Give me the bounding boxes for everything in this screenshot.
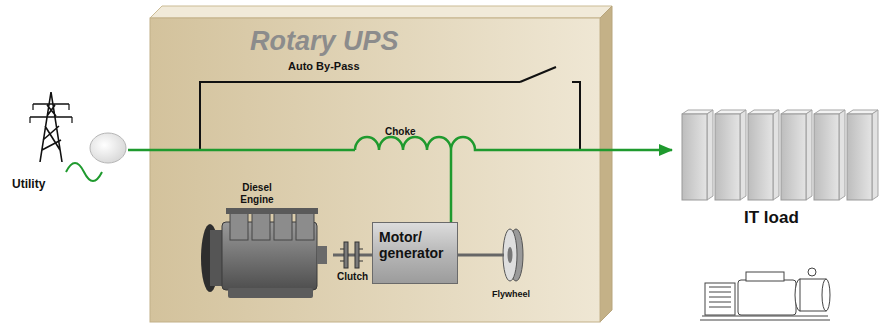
power-line <box>128 149 355 152</box>
drive-shaft <box>333 254 372 257</box>
edge-label: Clutch <box>337 271 368 283</box>
utility-source: Utility <box>10 90 128 200</box>
clutch-symbol <box>340 242 363 268</box>
server-rack <box>748 110 779 200</box>
server-rack <box>847 114 872 200</box>
ups-housing <box>150 18 600 322</box>
server-rack <box>781 110 812 200</box>
generator-set-sketch <box>808 268 816 276</box>
server-rack <box>715 110 746 200</box>
generator-set-sketch <box>700 316 830 320</box>
sine-wave <box>66 163 102 181</box>
generator-set-sketch <box>705 283 735 315</box>
utility-tower <box>30 104 72 123</box>
diesel-engine-illustration <box>274 212 292 240</box>
server-rack <box>847 110 878 200</box>
flywheel-illustration <box>508 247 513 263</box>
server-rack <box>814 114 839 200</box>
server-rack <box>682 110 713 200</box>
ups-housing <box>150 6 612 322</box>
server-rack <box>748 114 773 200</box>
node-text: Utility <box>12 178 45 192</box>
node-text: Flywheel <box>492 289 530 299</box>
ups-housing <box>150 6 612 18</box>
node-text: Choke <box>385 126 416 138</box>
generator-set-sketch <box>746 272 784 281</box>
server-racks <box>682 110 878 200</box>
server-rack <box>682 114 707 200</box>
power-line <box>485 149 672 152</box>
server-rack <box>814 110 845 200</box>
generator-set-sketch <box>709 287 731 307</box>
diesel-engine-illustration <box>226 208 318 214</box>
diesel-engine: Diesel Engine <box>198 182 333 304</box>
server-rack <box>740 110 746 200</box>
flywheel-illustration <box>503 229 523 281</box>
diesel-engine-illustration <box>201 208 327 298</box>
server-rack <box>707 110 713 200</box>
node-text: Diesel Engine <box>234 182 280 206</box>
ups-enclosure: Rotary UPS ChokeDiesel EngineMotor/ gener… <box>150 18 600 322</box>
diesel-engine-illustration <box>296 212 314 240</box>
power-line <box>450 166 453 222</box>
server-rack <box>715 114 740 200</box>
generator-set-sketch <box>700 268 830 320</box>
utility-tower <box>30 92 72 162</box>
diesel-engine-illustration <box>230 212 248 240</box>
diesel-engine-illustration <box>317 246 327 264</box>
server-rack <box>806 110 812 200</box>
server-rack <box>839 110 845 200</box>
generator-set-sketch <box>822 279 830 311</box>
utility-tower <box>30 92 72 162</box>
clutch-symbol <box>355 242 359 268</box>
clutch-symbol <box>340 249 363 261</box>
choke-coil <box>355 137 485 166</box>
drive-shaft <box>458 254 482 257</box>
motor-generator-box: Motor/ generator <box>372 222 458 284</box>
flywheel: Flywheel <box>482 228 548 304</box>
diesel-engine-illustration <box>228 288 313 298</box>
clutch-symbol <box>344 242 348 268</box>
it-load: IT load <box>672 105 885 233</box>
node-text: Motor/ generator <box>379 229 444 261</box>
flywheel-shaft <box>482 254 504 257</box>
choke-coil: Choke <box>355 126 485 166</box>
server-rack <box>781 114 806 200</box>
node-text: IT load <box>744 208 799 228</box>
ups-housing <box>600 6 612 322</box>
generator-set-sketch <box>738 280 796 315</box>
server-rack <box>872 110 878 200</box>
server-rack <box>773 110 779 200</box>
diesel-engine-illustration <box>252 212 270 240</box>
utility-bubble <box>90 133 126 163</box>
node-text: Rotary UPS <box>250 26 399 57</box>
bypass-label: Auto By-Pass <box>288 60 360 73</box>
flywheel-illustration <box>503 229 517 281</box>
